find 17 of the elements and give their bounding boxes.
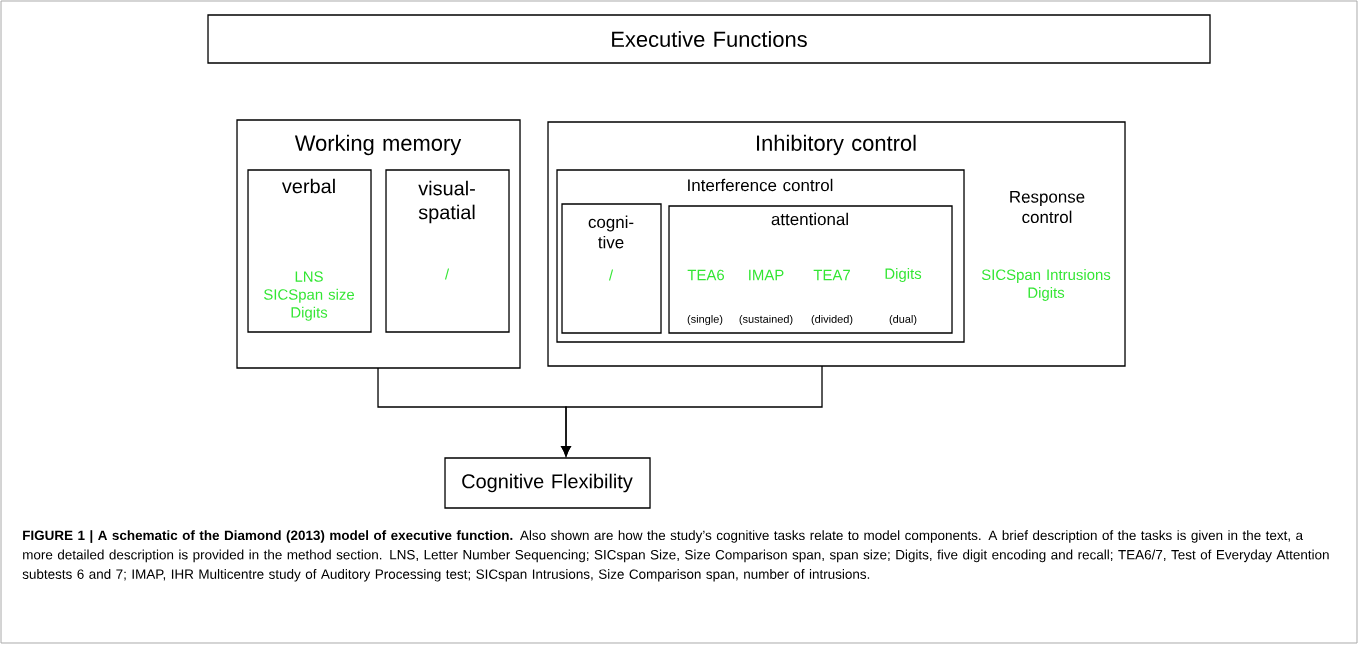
condition-label: (single) bbox=[687, 314, 723, 326]
outcome-box: Cognitive Flexibility bbox=[444, 457, 651, 509]
figure-caption: FIGURE 1 | A schematic of the Diamond (2013) model of executive function. Also shown are how the study’s cognitive tasks relate to model components. A brief description of the tasks is given in the text, a more detailed description is provided in the method section. LNS, Letter Number Sequencing; SICspan Size, Size Comparison span, span size; Digits, five digit encoding and recall; TEA6/7, Test of Everyday Attention subtests 6 and 7; IMAP, IHR Multicentre study of Auditory Processing test; SICspan Intrusions, Size Comparison span, number of intrusions. bbox=[22, 530, 1329, 582]
task-label: IMAP bbox=[749, 269, 784, 281]
heading-box: Executive Functions bbox=[207, 14, 1211, 64]
task-list: SICSpan Intrusions Digits bbox=[981, 269, 1111, 301]
task-label: TEA6 bbox=[687, 269, 725, 281]
task-label: TEA7 bbox=[813, 269, 850, 281]
condition-label: (sustained) bbox=[739, 314, 793, 326]
task-label: / bbox=[444, 268, 450, 280]
condition-label: (dual) bbox=[889, 314, 917, 326]
category-label: Response control bbox=[1010, 190, 1085, 224]
condition-label: (divided) bbox=[811, 314, 853, 326]
task-label: / bbox=[608, 269, 614, 281]
connector-arrow bbox=[561, 365, 823, 457]
task-list: LNS SICSpan size Digits bbox=[264, 271, 354, 321]
task-label: Digits bbox=[885, 268, 922, 282]
